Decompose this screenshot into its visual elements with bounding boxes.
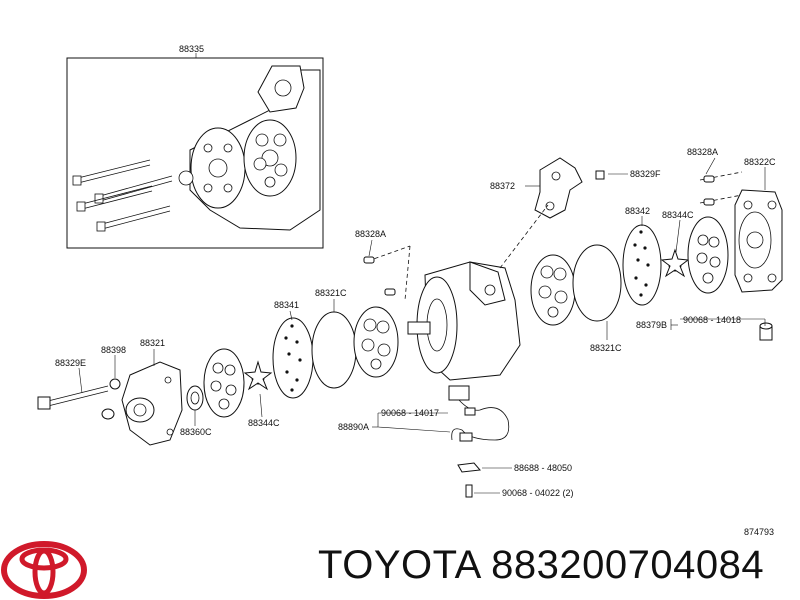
cylinder-plate-mid <box>353 306 399 378</box>
gasket-88321C-right <box>572 244 622 322</box>
toyota-logo <box>1 541 87 599</box>
callout-88688-48050: 88688 - 48050 <box>514 463 572 473</box>
cylinder-plate-right <box>687 216 729 294</box>
front-cylinder-plate <box>203 348 245 418</box>
pin-88328A-body <box>384 288 396 296</box>
valve-plate-88342 <box>622 224 662 306</box>
callout-88344C-left: 88344C <box>248 418 280 428</box>
pin-88328A-mid <box>363 256 375 264</box>
callout-88329E: 88329E <box>55 358 86 368</box>
seal-ring <box>101 408 115 420</box>
callout-labels: 88335 88372 88329F 88328A 88322C 88342 8… <box>55 44 776 537</box>
reed-valve-88344C-left <box>243 360 273 391</box>
callout-90068-14017: 90068 - 14017 <box>381 408 439 418</box>
callout-88335: 88335 <box>179 44 204 54</box>
washer-88398 <box>109 378 121 390</box>
callout-88360C: 88360C <box>180 427 212 437</box>
callout-88344C-right: 88344C <box>662 210 694 220</box>
valve-plate-88341 <box>272 317 314 399</box>
callout-88328A-mid: 88328A <box>355 229 386 239</box>
valve-fitting-right <box>759 322 773 341</box>
drawing-number: 874793 <box>744 527 774 537</box>
pin-88328A-lower <box>703 198 715 206</box>
callout-88890A: 88890A <box>338 422 369 432</box>
pin-88328A-top <box>703 175 715 183</box>
callout-90068-14018: 90068 - 14018 <box>683 315 741 325</box>
rear-housing-88322C <box>734 189 783 293</box>
callout-88328A-top: 88328A <box>687 147 718 157</box>
callout-90068-04022: 90068 - 04022 (2) <box>502 488 574 498</box>
callout-88321C-mid: 88321C <box>315 288 347 298</box>
front-housing-88321 <box>121 361 183 446</box>
callout-88322C: 88322C <box>744 157 776 167</box>
callout-88321C-right: 88321C <box>590 343 622 353</box>
leader-lines <box>78 157 766 494</box>
screw-88329F <box>595 170 605 180</box>
gasket-88321C-mid <box>311 311 357 389</box>
compressor-body <box>407 261 521 381</box>
assembly-inset-box <box>66 53 324 249</box>
wire-harness-88890A <box>448 385 510 498</box>
brand-part-number: TOYOTA 883200704084 <box>318 543 765 587</box>
callout-88372: 88372 <box>490 181 515 191</box>
callout-88329F: 88329F <box>630 169 661 179</box>
callout-88379B: 88379B <box>636 320 667 330</box>
bolt-88329E <box>37 385 109 410</box>
bracket-88372 <box>534 157 583 219</box>
callout-88321: 88321 <box>140 338 165 348</box>
callout-88341: 88341 <box>274 300 299 310</box>
rear-cylinder-88321C-right <box>530 254 576 326</box>
callout-88398: 88398 <box>101 345 126 355</box>
exploded-parts-diagram: 88335 88372 88329F 88328A 88322C 88342 8… <box>37 44 783 537</box>
shaft-seal-88360C <box>186 385 204 411</box>
callout-88342: 88342 <box>625 206 650 216</box>
reed-valve-88344C-right <box>660 248 690 278</box>
